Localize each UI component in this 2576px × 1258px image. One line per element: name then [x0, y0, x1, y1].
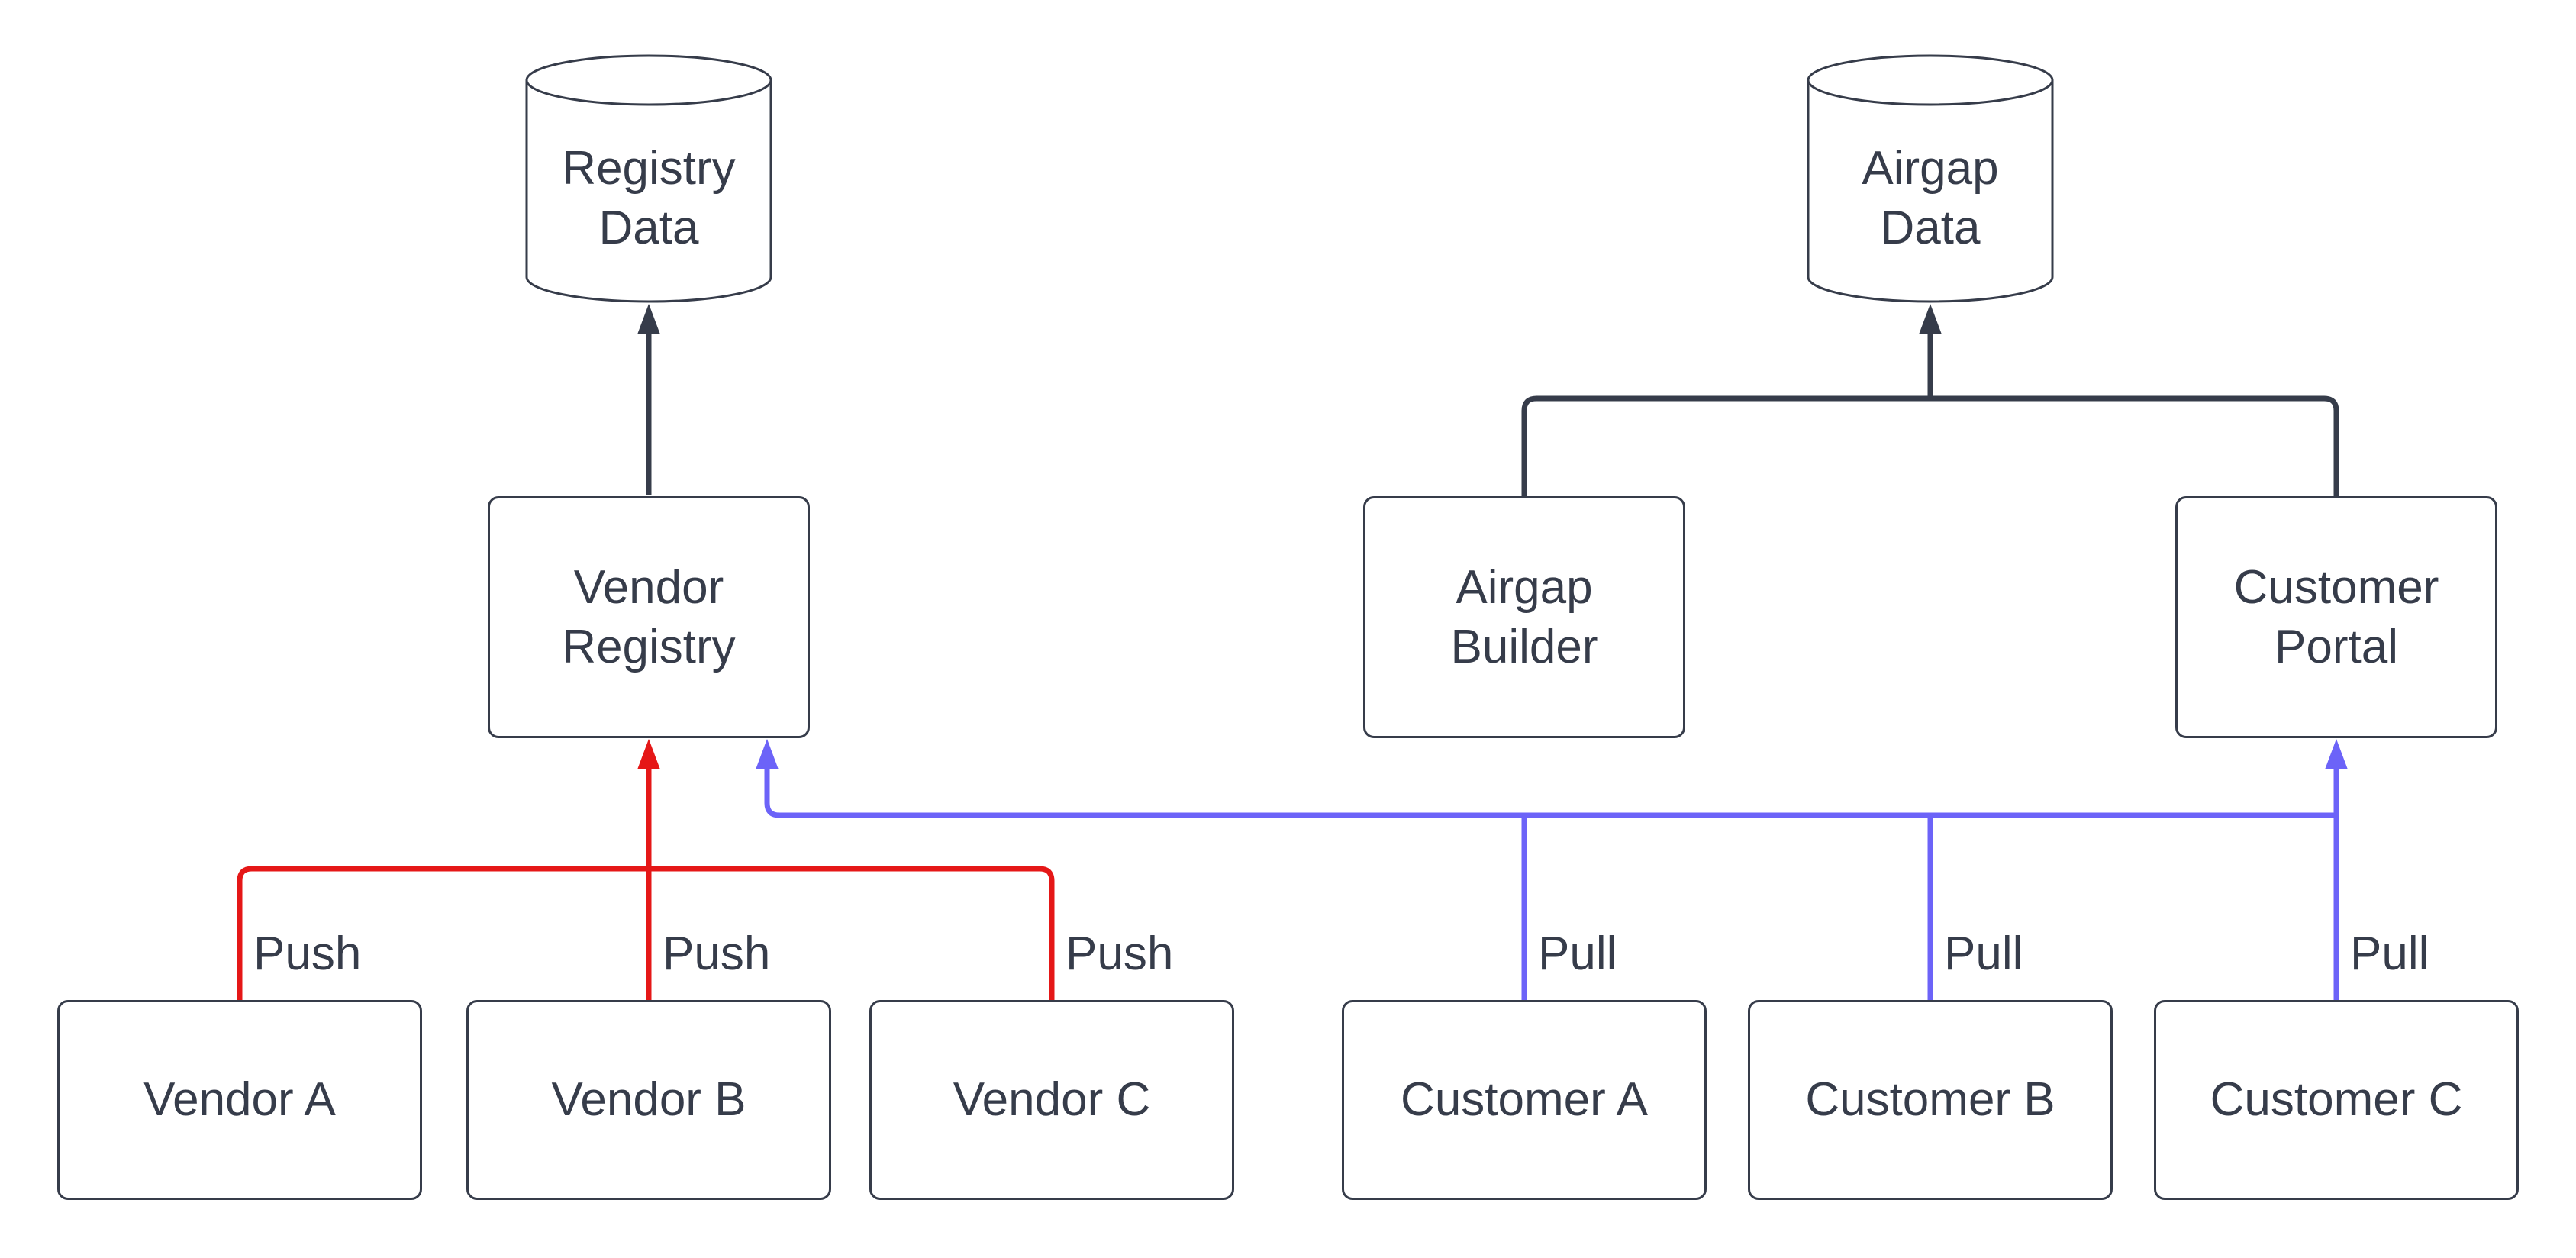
cylinder-label-registry-data: Registry Data: [562, 142, 736, 254]
cylinder-airgap-data: [1807, 54, 2054, 303]
edge-label-pull-customer-c: Pull: [2350, 927, 2429, 980]
arrowhead-push-vendor-registry: [637, 739, 660, 769]
node-vendor-c: Vendor C: [869, 1000, 1234, 1200]
arrowhead-airgap-data: [1919, 304, 1942, 334]
cylinder-registry-data-body: [525, 80, 772, 303]
node-customer-c: Customer C: [2154, 1000, 2519, 1200]
node-vendor-registry: Vendor Registry: [488, 496, 810, 738]
node-airgap-builder: Airgap Builder: [1363, 496, 1685, 738]
cylinder-airgap-data-top: [1807, 54, 2054, 106]
node-vendor-b: Vendor B: [466, 1000, 831, 1200]
cylinder-registry-data: [525, 54, 772, 303]
edge-label-pull-customer-a: Pull: [1538, 927, 1617, 980]
edge-label-push-vendor-c: Push: [1066, 927, 1174, 980]
edge-push-bracket: [237, 866, 1055, 1002]
cylinder-label-airgap-data: Airgap Data: [1862, 142, 1999, 254]
cylinder-airgap-data-body: [1807, 80, 2054, 303]
edge-airgap-builder-to-merge: [1521, 395, 1930, 496]
arrowhead-registry-data: [637, 304, 660, 334]
edge-customer-portal-to-merge: [1930, 395, 2339, 496]
node-customer-b: Customer B: [1748, 1000, 2113, 1200]
node-customer-a: Customer A: [1342, 1000, 1707, 1200]
cylinder-registry-data-top: [525, 54, 772, 106]
edge-label-push-vendor-b: Push: [663, 927, 771, 980]
edge-pull-trunk-to-vendor-registry: [764, 768, 2336, 818]
edge-label-push-vendor-a: Push: [253, 927, 362, 980]
node-customer-portal: Customer Portal: [2175, 496, 2497, 738]
arrowhead-pull-customer-portal: [2325, 739, 2348, 769]
arrowhead-pull-vendor-registry: [756, 739, 779, 769]
edge-label-pull-customer-b: Pull: [1944, 927, 2023, 980]
node-vendor-a: Vendor A: [57, 1000, 422, 1200]
